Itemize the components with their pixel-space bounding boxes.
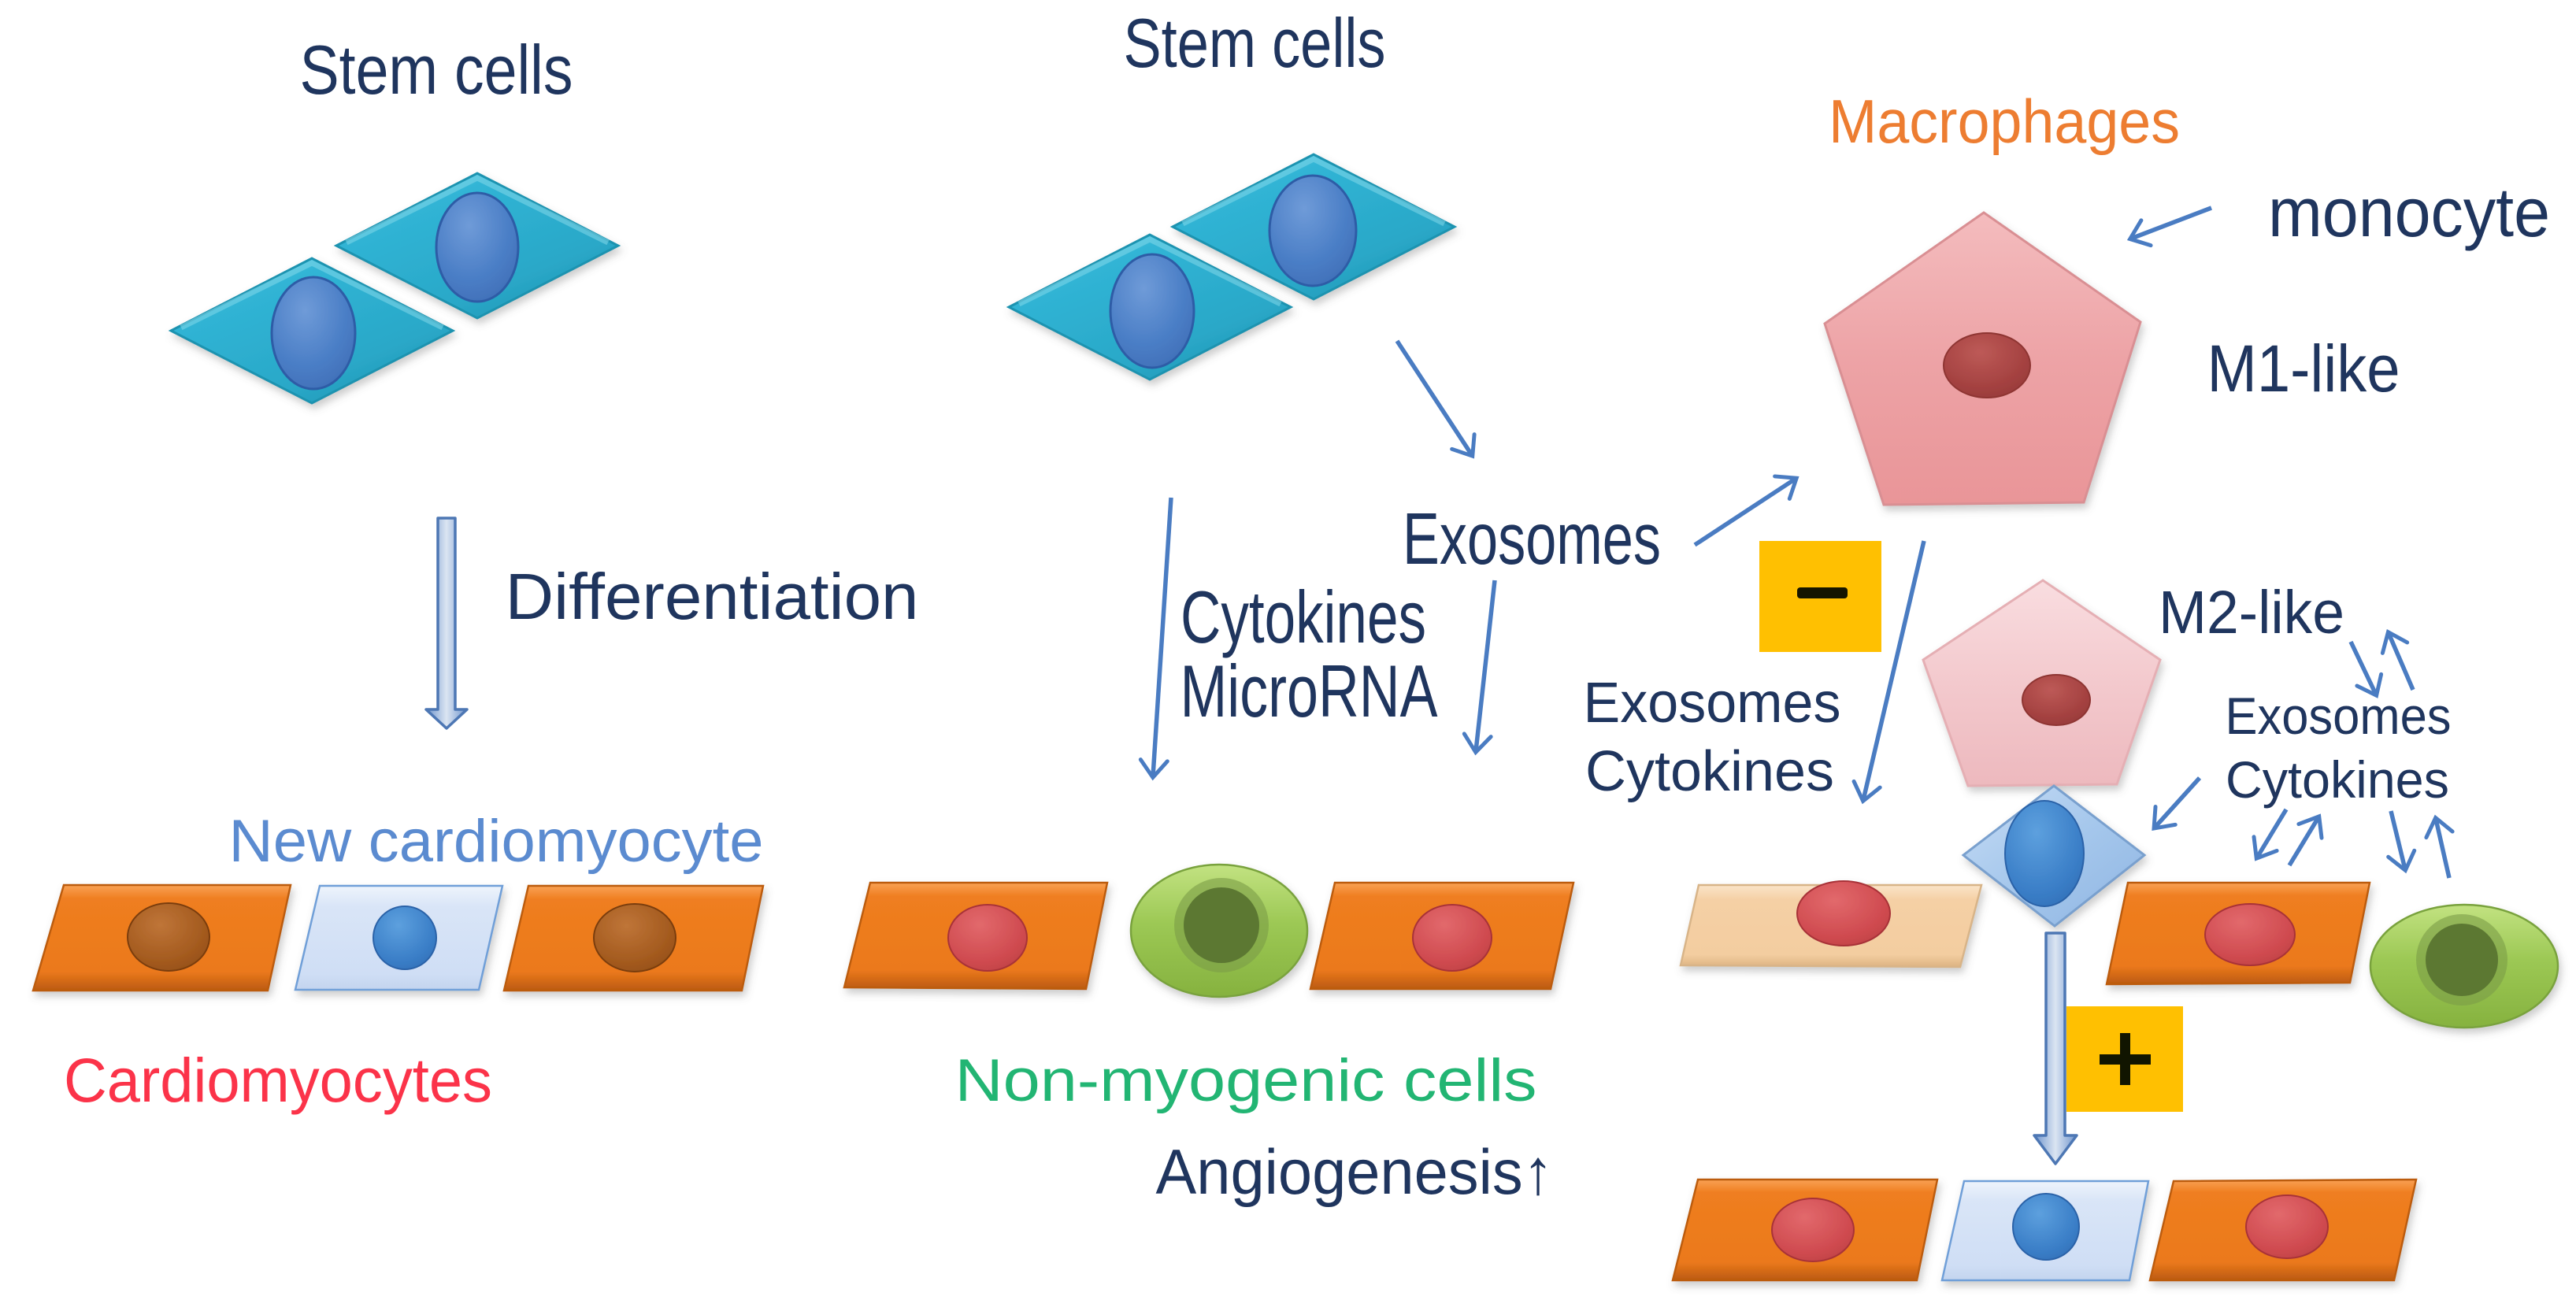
svg-text:Non-myogenic cells: Non-myogenic cells	[955, 1047, 1537, 1114]
svg-text:monocyte: monocyte	[2268, 173, 2550, 251]
svg-text:Exosomes: Exosomes	[1584, 672, 1841, 735]
svg-text:Angiogenesis↑: Angiogenesis↑	[1156, 1137, 1554, 1208]
svg-text:Macrophages: Macrophages	[1829, 87, 2180, 156]
svg-text:Stem cells: Stem cells	[1124, 4, 1386, 82]
svg-text:Differentiation: Differentiation	[506, 560, 919, 633]
svg-text:Cytokines: Cytokines	[2226, 750, 2449, 809]
svg-text:Exosomes: Exosomes	[1403, 498, 1661, 580]
svg-text:M2-like: M2-like	[2159, 579, 2344, 646]
svg-text:MicroRNA: MicroRNA	[1181, 650, 1438, 732]
svg-text:New cardiomyocyte: New cardiomyocyte	[229, 808, 764, 875]
svg-text:M1-like: M1-like	[2207, 331, 2400, 406]
svg-text:Exosomes: Exosomes	[2226, 687, 2452, 745]
svg-text:Cytokines: Cytokines	[1585, 740, 1834, 803]
svg-text:Cytokines: Cytokines	[1181, 576, 1426, 658]
svg-text:Stem cells: Stem cells	[300, 31, 573, 109]
svg-text:Cardiomyocytes: Cardiomyocytes	[64, 1045, 492, 1115]
